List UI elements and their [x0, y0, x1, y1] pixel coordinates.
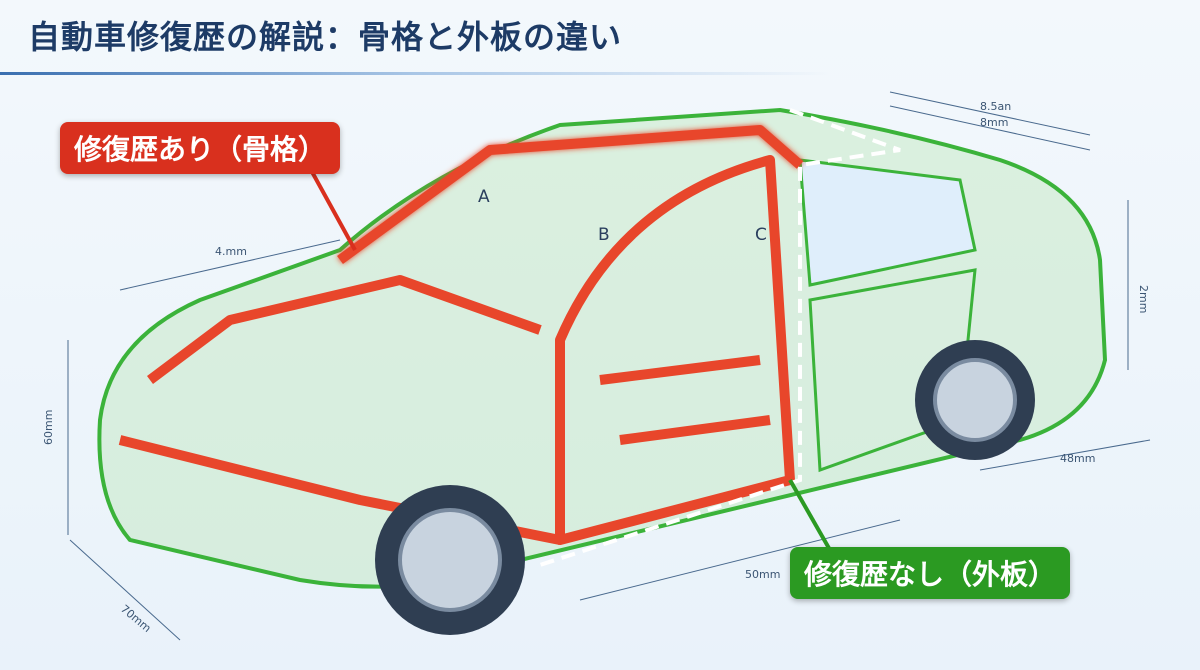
front-wheel — [375, 485, 525, 635]
dashed-outline — [539, 108, 901, 567]
outer-panel — [97, 107, 1108, 589]
dim-label: 48mm — [1060, 452, 1095, 465]
rear-wheel — [915, 340, 1035, 460]
panel-callout-pointer — [788, 479, 832, 551]
dim-label: 4.mm — [215, 245, 247, 258]
part-label-a: A — [478, 187, 490, 207]
part-label-c: C — [755, 225, 767, 245]
panel-repair-callout: 修復歴なし（外板） — [790, 547, 1071, 599]
dim-label: 8mm — [980, 116, 1008, 129]
part-label-b: B — [598, 225, 610, 245]
page-title: 自動車修復歴の解説：骨格と外板の違い — [28, 18, 623, 56]
dimension-lines — [67, 91, 1151, 641]
dim-label: 8.5an — [980, 100, 1011, 113]
dim-label: 70mm — [118, 602, 154, 635]
title-underline — [0, 72, 830, 75]
dim-label: 60mm — [42, 410, 55, 445]
dim-label: 50mm — [745, 568, 780, 581]
dim-label: 2mm — [1137, 285, 1150, 313]
frame-repair-callout: 修復歴あり（骨格） — [60, 122, 341, 174]
